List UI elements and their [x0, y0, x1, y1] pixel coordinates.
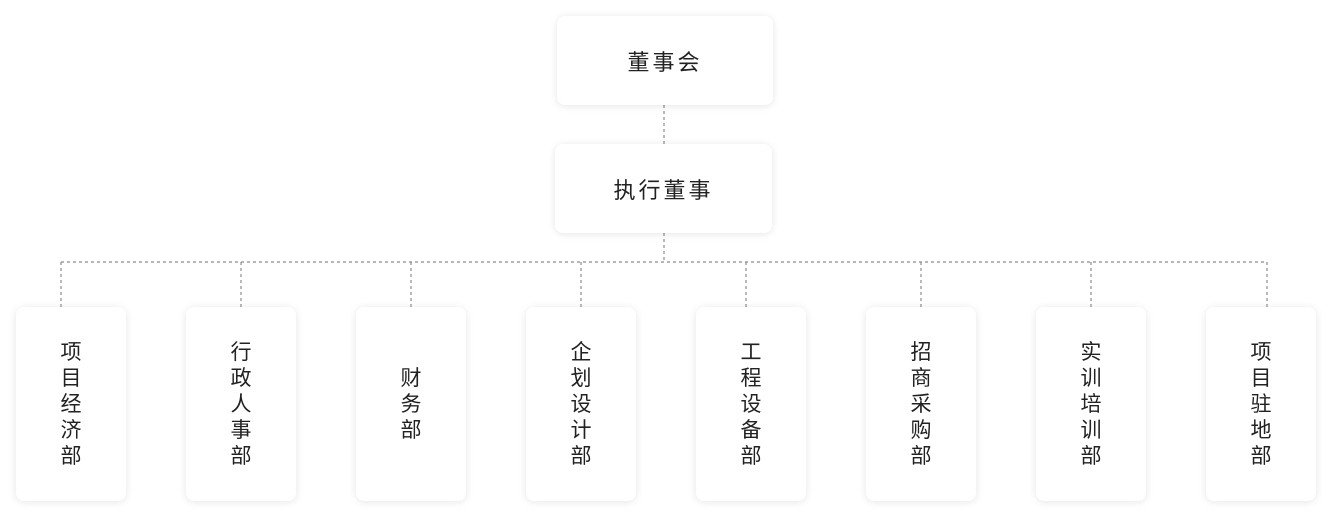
department-node-planning-design[interactable]: 企划设计部	[526, 307, 636, 501]
department-label: 招商采购部	[910, 340, 932, 468]
department-label: 行政人事部	[230, 340, 252, 468]
department-label: 项目经济部	[60, 340, 82, 468]
executive-director-label: 执行董事	[613, 178, 714, 204]
department-node-engineering-equipment[interactable]: 工程设备部	[696, 307, 806, 501]
department-label: 财务部	[400, 366, 422, 442]
department-node-project-site[interactable]: 项目驻地部	[1206, 307, 1316, 501]
board-label: 董事会	[627, 50, 703, 76]
department-label: 项目驻地部	[1250, 340, 1272, 468]
department-node-training[interactable]: 实训培训部	[1036, 307, 1146, 501]
department-node-project-economy[interactable]: 项目经济部	[16, 307, 126, 501]
board-node[interactable]: 董事会	[557, 16, 773, 105]
department-node-investment-procurement[interactable]: 招商采购部	[866, 307, 976, 501]
department-label: 实训培训部	[1080, 340, 1102, 468]
department-label: 工程设备部	[740, 340, 762, 468]
department-node-finance[interactable]: 财务部	[356, 307, 466, 501]
department-node-admin-hr[interactable]: 行政人事部	[186, 307, 296, 501]
department-label: 企划设计部	[570, 340, 592, 468]
executive-director-node[interactable]: 执行董事	[555, 144, 772, 233]
